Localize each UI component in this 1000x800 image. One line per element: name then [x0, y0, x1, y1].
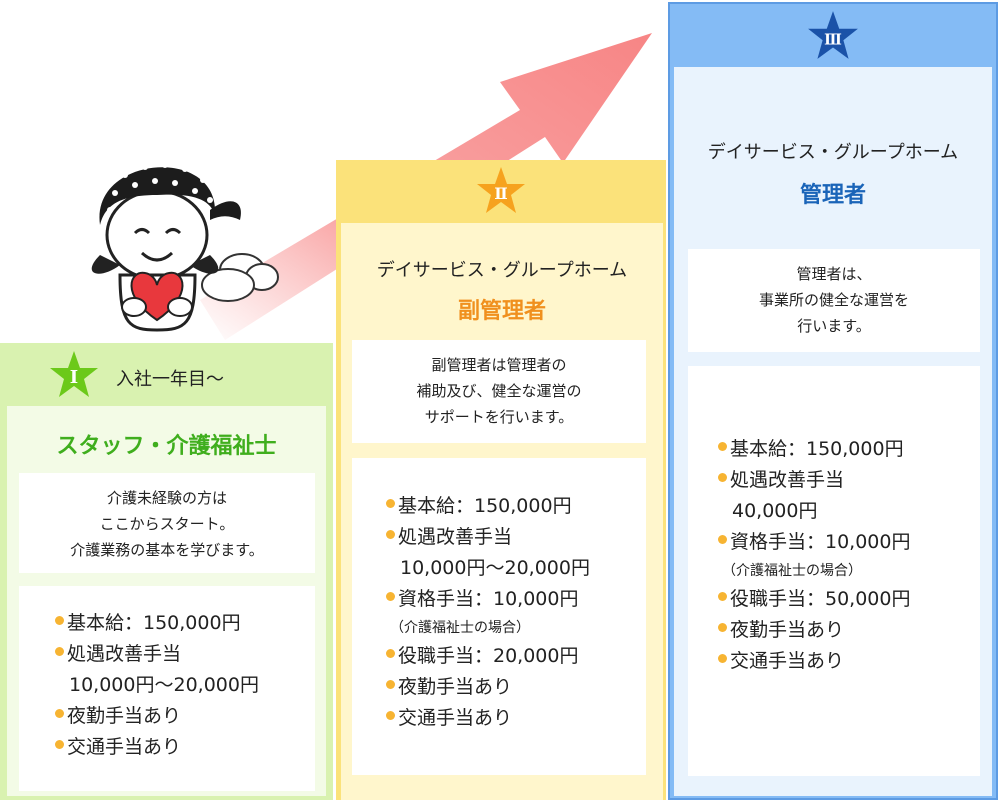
description-line: 事業所の健全な運営を [758, 291, 909, 309]
description-line: 行います。 [797, 317, 871, 335]
benefit-item: 基本給：150,000円 [55, 608, 259, 639]
benefit-item: 基本給：150,000円 [386, 491, 590, 522]
stage2-column: Ⅱ デイサービス・グループホーム 副管理者 副管理者は管理者の 補助及び、健全な… [336, 160, 666, 800]
benefit-item: 交通手当あり [55, 732, 259, 763]
stage3-title: 管理者 [799, 183, 866, 208]
benefit-item: 資格手当：10,000円 [718, 527, 910, 558]
stage2-benefits: 基本給：150,000円 処遇改善手当 10,000円〜20,000円 資格手当… [352, 458, 646, 775]
benefit-subvalue: 10,000円〜20,000円 [69, 674, 259, 696]
svg-text:Ⅱ: Ⅱ [494, 184, 507, 203]
stage1-panel: スタッフ・介護福祉士 介護未経験の方は ここからスタート。 介護業務の基本を学び… [7, 406, 326, 796]
benefit-item: 処遇改善手当 [55, 639, 259, 670]
benefit-subvalue: 40,000円 [732, 500, 818, 522]
stage3-description: 管理者は、 事業所の健全な運営を 行います。 [688, 249, 980, 352]
stage1-column: Ⅰ 入社一年目〜 スタッフ・介護福祉士 介護未経験の方は ここからスタート。 介… [0, 343, 333, 800]
benefit-item: 夜勤手当あり [386, 672, 590, 703]
stage1-period: 入社一年目〜 [116, 369, 224, 390]
benefit-item: 夜勤手当あり [55, 701, 259, 732]
svg-text:Ⅰ: Ⅰ [70, 367, 78, 388]
description-line: 介護未経験の方は [106, 489, 227, 507]
star-badge-icon: Ⅰ [50, 351, 98, 397]
description-line: 管理者は、 [796, 265, 872, 283]
svg-text:Ⅲ: Ⅲ [824, 31, 842, 48]
description-line: サポートを行います。 [424, 408, 574, 426]
stage1-description: 介護未経験の方は ここからスタート。 介護業務の基本を学びます。 [19, 473, 315, 573]
description-line: 補助及び、健全な運営の [416, 382, 582, 400]
stage3-benefits: 基本給：150,000円 処遇改善手当 40,000円 資格手当：10,000円… [688, 366, 980, 776]
benefit-note: （介護福祉士の場合） [390, 620, 530, 636]
benefit-subvalue: 10,000円〜20,000円 [400, 557, 590, 579]
benefit-item: 交通手当あり [718, 646, 910, 677]
star-badge-icon: Ⅱ [477, 167, 525, 213]
stage2-title: 副管理者 [457, 299, 546, 324]
stage3-panel: デイサービス・グループホーム 管理者 管理者は、 事業所の健全な運営を 行います… [674, 67, 992, 796]
stage2-description: 副管理者は管理者の 補助及び、健全な運営の サポートを行います。 [352, 340, 646, 443]
benefit-item: 役職手当：50,000円 [718, 584, 910, 615]
stage2-panel: デイサービス・グループホーム 副管理者 副管理者は管理者の 補助及び、健全な運営… [341, 223, 663, 800]
description-line: 介護業務の基本を学びます。 [70, 541, 264, 559]
benefit-item: 処遇改善手当 [386, 522, 590, 553]
stage2-subtitle: デイサービス・グループホーム [376, 260, 628, 281]
benefit-item: 夜勤手当あり [718, 615, 910, 646]
benefit-note: （介護福祉士の場合） [722, 563, 862, 579]
stage1-benefits: 基本給：150,000円 処遇改善手当 10,000円〜20,000円 夜勤手当… [19, 586, 315, 791]
benefit-item: 処遇改善手当 [718, 465, 910, 496]
cloud-icon [201, 253, 279, 302]
benefit-item: 交通手当あり [386, 703, 590, 734]
mascot-girl-icon [91, 162, 279, 332]
star-badge-icon: Ⅲ [808, 11, 858, 59]
description-line: ここからスタート。 [99, 515, 235, 533]
stage3-subtitle: デイサービス・グループホーム [707, 142, 959, 163]
benefit-item: 役職手当：20,000円 [386, 641, 590, 672]
stage3-column: Ⅲ デイサービス・グループホーム 管理者 管理者は、 事業所の健全な運営を 行い… [668, 2, 998, 800]
stage1-title: スタッフ・介護福祉士 [56, 434, 277, 459]
description-line: 副管理者は管理者の [431, 356, 567, 374]
benefit-item: 資格手当：10,000円 [386, 584, 590, 615]
benefit-item: 基本給：150,000円 [718, 434, 910, 465]
